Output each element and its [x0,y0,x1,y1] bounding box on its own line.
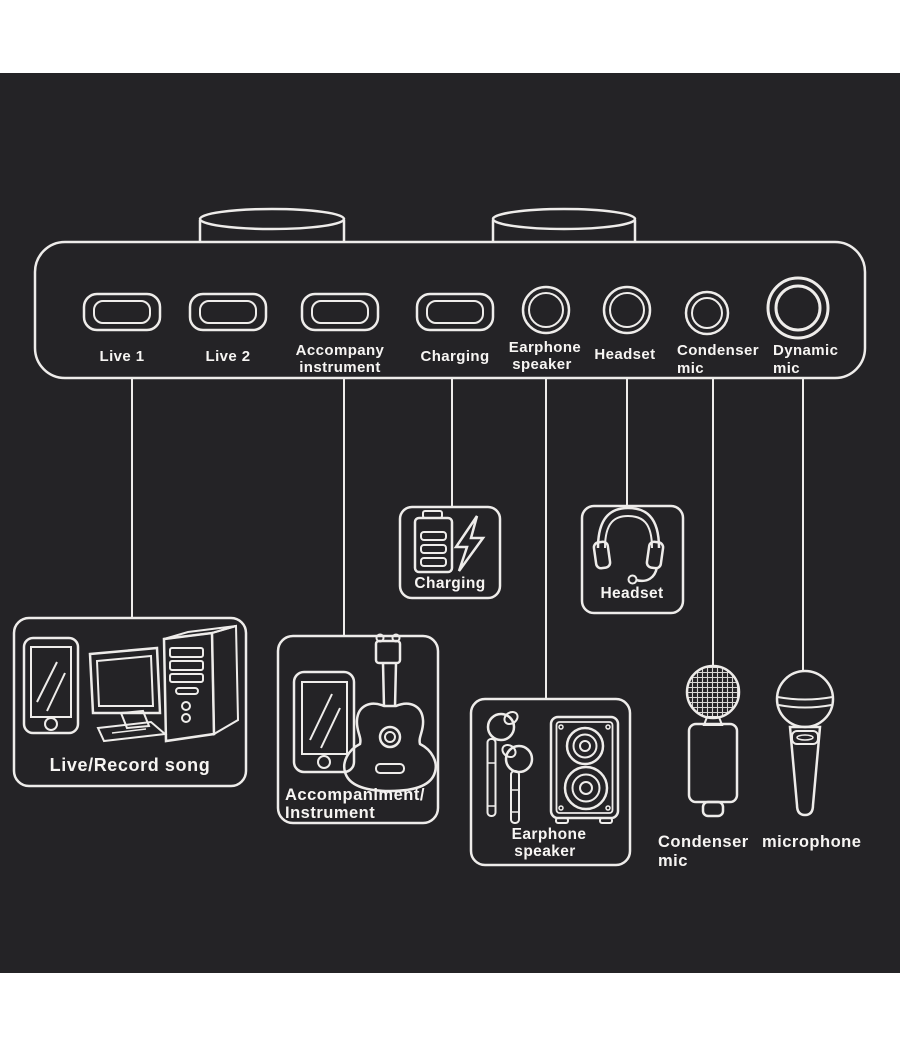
smartphone-icon [22,636,80,735]
label-dynamic-microphone: microphone [762,833,861,851]
battery-icon [413,510,454,574]
port-label-charging: Charging [420,348,489,365]
jack-port-dynamic-mic [766,276,830,340]
port-label-earphone-1: Earphone [509,339,581,356]
port-label-accompany-1: Accompany [296,342,385,359]
label-headset: Headset [600,585,663,602]
jack-port-condenser-mic [684,290,730,336]
callout-boxes [12,504,685,867]
condenser-mic-icon [685,664,741,818]
port-label-dynamic-1: Dynamic [773,342,838,359]
port-label-dynamic-2: mic [773,360,800,377]
dynamic-mic-icon [775,669,835,817]
knob-right-icon [491,207,637,242]
pc-tower-icon [162,624,240,743]
headset-icon [592,506,665,585]
knob-left-icon [198,207,346,242]
usb-port-live2 [188,292,268,332]
port-label-earphone-2: speaker [512,356,572,373]
label-accompaniment-1: Accompaniment/ [285,786,425,804]
label-live-record-song: Live/Record song [50,755,211,775]
jack-port-earphone-speaker [521,285,571,335]
callout-labels: Live/Record song Accompaniment/ Instrume… [50,575,861,870]
live-record-icons [22,624,240,743]
monitor-icon [88,646,168,743]
usb-port-accompany-instrument [300,292,380,332]
earbuds-icon [486,710,534,824]
label-accompaniment-2: Instrument [285,804,375,822]
usb-port-charging [415,292,495,332]
callout-charging-box [398,505,502,600]
port-label-live1: Live 1 [100,348,145,365]
device-panel [33,207,867,380]
charging-icons [413,510,486,574]
label-condenser-2: mic [658,852,688,870]
port-label-condenser-1: Condenser [677,342,759,359]
label-charging: Charging [414,575,485,592]
port-label-condenser-2: mic [677,360,704,377]
earphone-speaker-icons [486,710,620,824]
callout-accompaniment-box [276,634,440,825]
usb-port-live1 [82,292,162,332]
speaker-icon [549,715,620,824]
lightning-icon [453,515,486,572]
accompaniment-icons [292,633,437,793]
callout-headset-box [580,504,685,615]
callout-earphone-speaker-box [469,697,632,867]
port-label-headset: Headset [594,346,655,363]
label-earphone-1: Earphone [512,826,587,843]
diagram-canvas [0,73,900,973]
panel-body [33,240,867,380]
port-label-accompany-2: instrument [299,359,381,376]
label-earphone-2: speaker [514,843,575,860]
label-condenser-1: Condenser [658,833,749,851]
guitar-icon [343,633,437,793]
port-labels: Live 1 Live 2 Accompany instrument Charg… [100,339,838,377]
jack-port-headset [602,285,652,335]
smartphone-icon [292,670,356,774]
connector-lines [131,379,804,699]
port-label-live2: Live 2 [206,348,251,365]
callout-live-record-box [12,616,248,788]
